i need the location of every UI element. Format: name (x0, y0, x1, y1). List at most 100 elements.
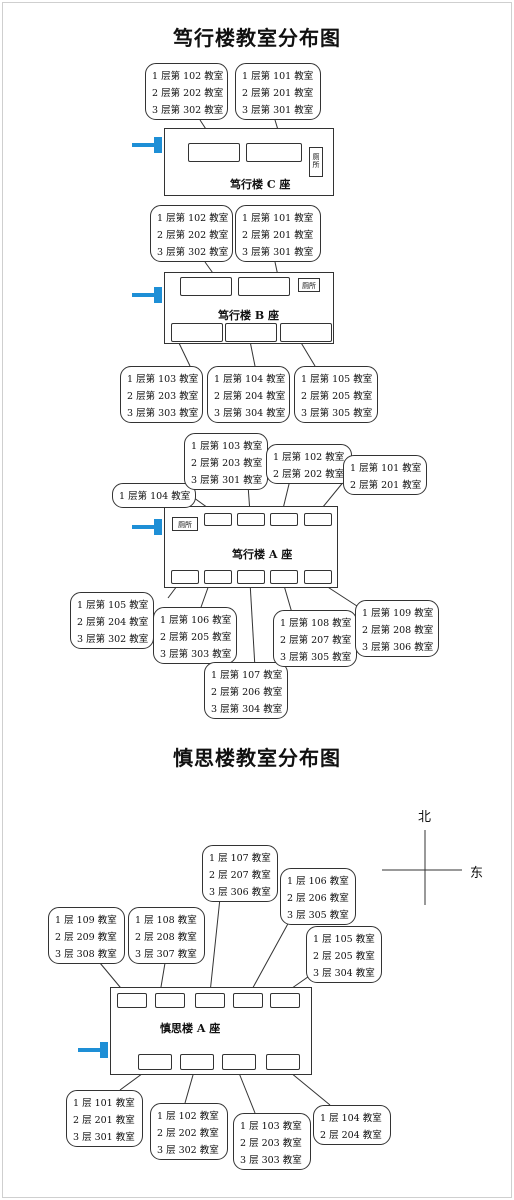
room-s-108 (155, 993, 185, 1008)
room-label: 2 层第 205 教室 (160, 632, 232, 643)
room-label: 3 层 305 教室 (287, 910, 349, 921)
room-label: 2 层 207 教室 (209, 870, 271, 881)
room-label: 3 层第 305 教室 (301, 408, 373, 419)
compass-east: 东 (470, 866, 484, 881)
callout-c-left: 1 层第 102 教室 2 层第 202 教室 3 层第 302 教室 (145, 63, 228, 120)
room-label: 3 层第 302 教室 (77, 634, 149, 645)
room-label: 3 层第 302 教室 (152, 105, 224, 116)
room-label: 3 层第 304 教室 (214, 408, 286, 419)
room-label: 1 层第 108 教室 (280, 618, 352, 629)
wc-b: 厕所 (298, 278, 320, 292)
room-label: 1 层第 104 教室 (214, 374, 286, 385)
entrance-b-icon (132, 287, 166, 303)
room-c-right (246, 143, 302, 162)
entrance-c-icon (132, 137, 166, 153)
callout-a-104: 1 层第 104 教室 (112, 483, 196, 508)
callout-s-108: 1 层 108 教室 2 层 208 教室 3 层 307 教室 (128, 907, 205, 964)
room-label: 3 层 304 教室 (313, 968, 375, 979)
room-label: 1 层 101 教室 (73, 1098, 135, 1109)
duxing-title: 笃行楼教室分布图 (173, 26, 341, 50)
callout-a-109: 1 层第 109 教室 2 层第 208 教室 3 层第 306 教室 (355, 600, 439, 657)
callout-s-102: 1 层 102 教室 2 层 202 教室 3 层 302 教室 (150, 1103, 228, 1160)
room-s-103 (222, 1054, 256, 1070)
room-label: 1 层第 103 教室 (127, 374, 199, 385)
room-label: 2 层第 202 教室 (273, 469, 345, 480)
compass-north: 北 (418, 810, 432, 825)
room-label: 2 层第 204 教室 (77, 617, 149, 628)
room-label: 1 层第 107 教室 (211, 670, 283, 681)
callout-a-108: 1 层第 108 教室 2 层第 207 教室 3 层第 305 教室 (273, 610, 357, 667)
room-label: 2 层 204 教室 (320, 1130, 382, 1141)
room-label: 3 层第 301 教室 (242, 105, 314, 116)
building-a-label: 笃行楼 A 座 (232, 548, 293, 561)
callout-s-104: 1 层 104 教室 2 层 204 教室 (313, 1105, 391, 1145)
room-label: 1 层 108 教室 (135, 915, 197, 926)
callout-b-bm: 1 层第 104 教室 2 层第 204 教室 3 层第 304 教室 (207, 366, 290, 423)
room-label: 3 层 307 教室 (135, 949, 197, 960)
room-label: 3 层第 303 教室 (127, 408, 199, 419)
room-label: 1 层第 101 教室 (242, 213, 314, 224)
room-label: 1 层 104 教室 (320, 1113, 382, 1124)
callout-s-103: 1 层 103 教室 2 层 203 教室 3 层 303 教室 (233, 1113, 311, 1170)
room-c-left (188, 143, 240, 162)
room-label: 2 层第 205 教室 (301, 391, 373, 402)
room-a-107 (237, 570, 265, 584)
room-s-105 (270, 993, 300, 1008)
room-a-109 (304, 570, 332, 584)
room-s-106 (233, 993, 263, 1008)
room-label: 2 层第 201 教室 (242, 230, 314, 241)
room-label: 3 层 306 教室 (209, 887, 271, 898)
room-label: 3 层 303 教室 (240, 1155, 302, 1166)
room-label: 1 层 103 教室 (240, 1121, 302, 1132)
callout-s-107: 1 层 107 教室 2 层 207 教室 3 层 306 教室 (202, 845, 278, 902)
room-b-tl (180, 277, 232, 296)
room-a-108 (270, 570, 298, 584)
room-b-tr (238, 277, 290, 296)
room-label: 2 层第 207 教室 (280, 635, 352, 646)
building-b-label: 笃行楼 B 座 (218, 309, 279, 322)
building-shensi-label: 慎思楼 A 座 (160, 1022, 221, 1035)
room-s-104 (266, 1054, 300, 1070)
room-label: 3 层第 305 教室 (280, 652, 352, 663)
room-label: 3 层第 306 教室 (362, 642, 434, 653)
room-label: 1 层第 104 教室 (119, 491, 191, 502)
room-label: 3 层 308 教室 (55, 949, 117, 960)
callout-a-107: 1 层第 107 教室 2 层第 206 教室 3 层第 304 教室 (204, 662, 288, 719)
room-label: 3 层第 301 教室 (242, 247, 314, 258)
room-label: 2 层 202 教室 (157, 1128, 219, 1139)
room-label: 1 层 109 教室 (55, 915, 117, 926)
room-b-bm (225, 323, 277, 342)
room-label: 1 层第 103 教室 (191, 441, 263, 452)
room-label: 2 层第 204 教室 (214, 391, 286, 402)
callout-a-102: 1 层第 102 教室 2 层第 202 教室 (266, 444, 352, 484)
room-label: 2 层第 203 教室 (191, 458, 263, 469)
room-a-103 (237, 513, 265, 526)
room-label: 2 层 208 教室 (135, 932, 197, 943)
building-c-label: 笃行楼 C 座 (230, 178, 291, 191)
room-label: 1 层 106 教室 (287, 876, 349, 887)
entrance-shensi-icon (78, 1042, 112, 1058)
callout-s-101: 1 层 101 教室 2 层 201 教室 3 层 301 教室 (66, 1090, 143, 1147)
room-label: 1 层第 102 教室 (157, 213, 229, 224)
room-a-106 (204, 570, 232, 584)
callout-b-br: 1 层第 105 教室 2 层第 205 教室 3 层第 305 教室 (294, 366, 378, 423)
room-label: 2 层第 203 教室 (127, 391, 199, 402)
room-label: 2 层 209 教室 (55, 932, 117, 943)
callout-a-101: 1 层第 101 教室 2 层第 201 教室 (343, 455, 427, 495)
room-a-101 (304, 513, 332, 526)
room-label: 3 层第 301 教室 (191, 475, 263, 486)
wc-c: 厕所 (309, 147, 323, 177)
callout-b-tl: 1 层第 102 教室 2 层第 202 教室 3 层第 302 教室 (150, 205, 233, 262)
room-label: 2 层第 201 教室 (350, 480, 422, 491)
room-s-109 (117, 993, 147, 1008)
room-s-107 (195, 993, 225, 1008)
room-label: 1 层第 105 教室 (77, 600, 149, 611)
building-duxing-c (164, 128, 334, 196)
room-label: 1 层第 102 教室 (273, 452, 345, 463)
callout-b-bl: 1 层第 103 教室 2 层第 203 教室 3 层第 303 教室 (120, 366, 203, 423)
room-label: 1 层第 101 教室 (242, 71, 314, 82)
room-s-101 (138, 1054, 172, 1070)
wc-a: 厕所 (172, 517, 198, 531)
room-label: 2 层第 202 教室 (157, 230, 229, 241)
